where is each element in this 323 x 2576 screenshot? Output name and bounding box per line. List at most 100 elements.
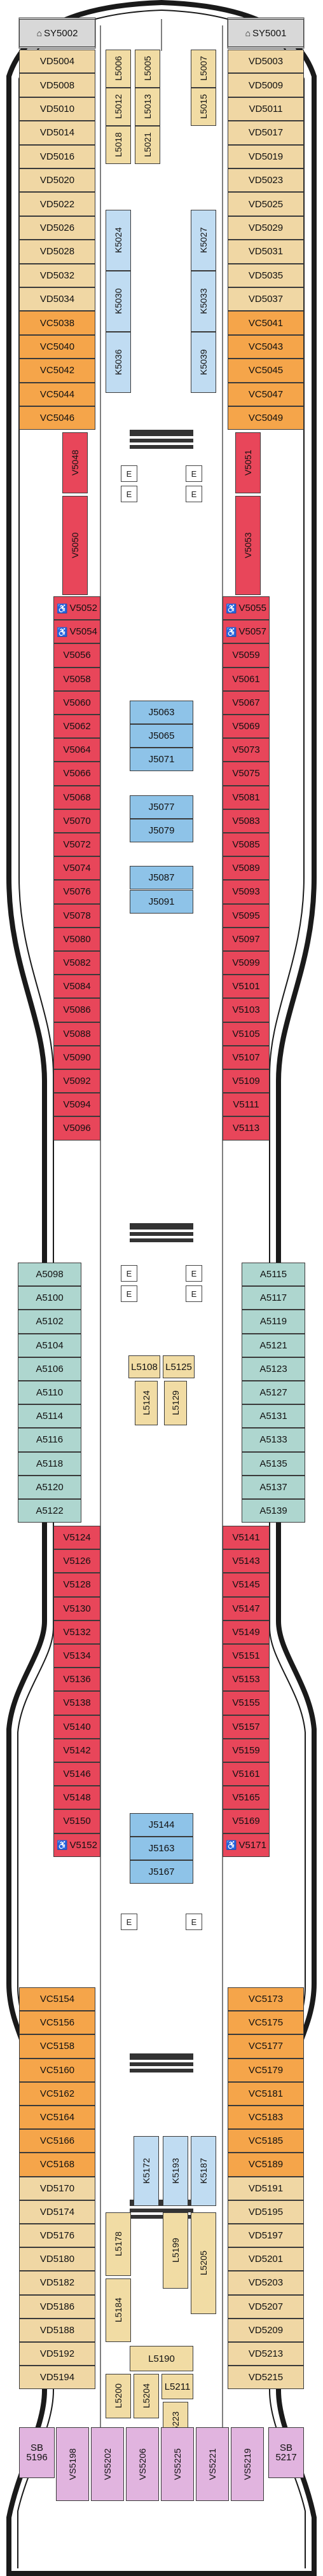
- cabin-v5056[interactable]: V5056: [53, 643, 100, 668]
- cabin-v5103[interactable]: V5103: [223, 998, 270, 1022]
- cabin-vd5004[interactable]: VD5004: [19, 50, 95, 74]
- cabin-l5124[interactable]: L5124: [135, 1381, 158, 1425]
- cabin-a5104[interactable]: A5104: [18, 1333, 81, 1357]
- cabin-vd5022[interactable]: VD5022: [19, 192, 95, 216]
- cabin-v5057[interactable]: ♿V5057: [223, 620, 270, 644]
- cabin-vd5034[interactable]: VD5034: [19, 287, 95, 312]
- cabin-vd5029[interactable]: VD5029: [228, 216, 304, 240]
- cabin-a5133[interactable]: A5133: [242, 1428, 305, 1452]
- cabin-j5063[interactable]: J5063: [130, 701, 193, 724]
- cabin-v5143[interactable]: V5143: [223, 1549, 270, 1573]
- cabin-vd5188[interactable]: VD5188: [19, 2318, 95, 2342]
- cabin-vc5041[interactable]: VC5041: [228, 311, 304, 335]
- cabin-vc5043[interactable]: VC5043: [228, 334, 304, 359]
- cabin-vd5180[interactable]: VD5180: [19, 2247, 95, 2271]
- cabin-a5127[interactable]: A5127: [242, 1381, 305, 1405]
- cabin-l5129[interactable]: L5129: [164, 1381, 187, 1425]
- cabin-v5061[interactable]: V5061: [223, 667, 270, 691]
- cabin-v5081[interactable]: V5081: [223, 785, 270, 809]
- cabin-j5091[interactable]: J5091: [130, 889, 193, 914]
- cabin-a5123[interactable]: A5123: [242, 1357, 305, 1381]
- cabin-v5072[interactable]: V5072: [53, 833, 100, 857]
- cabin-vc5162[interactable]: VC5162: [19, 2081, 95, 2106]
- cabin-v5132[interactable]: V5132: [53, 1620, 100, 1644]
- cabin-vd5201[interactable]: VD5201: [228, 2247, 304, 2271]
- cabin-a5131[interactable]: A5131: [242, 1404, 305, 1428]
- cabin-v5151[interactable]: V5151: [223, 1644, 270, 1668]
- cabin-v5080[interactable]: V5080: [53, 927, 100, 951]
- cabin-v5101[interactable]: V5101: [223, 975, 270, 999]
- cabin-v5068[interactable]: V5068: [53, 785, 100, 809]
- cabin-j5077[interactable]: J5077: [130, 795, 193, 819]
- cabin-vc5042[interactable]: VC5042: [19, 359, 95, 383]
- cabin-vc5166[interactable]: VC5166: [19, 2129, 95, 2153]
- cabin-vc5160[interactable]: VC5160: [19, 2058, 95, 2082]
- cabin-v5165[interactable]: V5165: [223, 1786, 270, 1810]
- cabin-v5050[interactable]: V5050: [62, 496, 88, 595]
- cabin-v5085[interactable]: V5085: [223, 833, 270, 857]
- cabin-vd5170[interactable]: VD5170: [19, 2176, 95, 2200]
- cabin-v5052[interactable]: ♿V5052: [53, 596, 100, 620]
- cabin-v5066[interactable]: V5066: [53, 762, 100, 786]
- cabin-vd5197[interactable]: VD5197: [228, 2224, 304, 2248]
- cabin-vd5194[interactable]: VD5194: [19, 2366, 95, 2390]
- cabin-a5120[interactable]: A5120: [18, 1475, 81, 1499]
- cabin-a5102[interactable]: A5102: [18, 1310, 81, 1334]
- cabin-vc5177[interactable]: VC5177: [228, 2034, 304, 2059]
- cabin-v5157[interactable]: V5157: [223, 1715, 270, 1739]
- cabin-v5076[interactable]: V5076: [53, 880, 100, 904]
- cabin-vd5026[interactable]: VD5026: [19, 216, 95, 240]
- cabin-v5083[interactable]: V5083: [223, 809, 270, 833]
- cabin-v5054[interactable]: ♿V5054: [53, 620, 100, 644]
- cabin-vd5008[interactable]: VD5008: [19, 73, 95, 97]
- cabin-a5116[interactable]: A5116: [18, 1428, 81, 1452]
- cabin-vc5164[interactable]: VC5164: [19, 2106, 95, 2130]
- cabin-a5117[interactable]: A5117: [242, 1286, 305, 1310]
- cabin-v5089[interactable]: V5089: [223, 856, 270, 880]
- cabin-vd5023[interactable]: VD5023: [228, 168, 304, 193]
- cabin-vc5049[interactable]: VC5049: [228, 406, 304, 430]
- cabin-vc5038[interactable]: VC5038: [19, 311, 95, 335]
- cabin-v5153[interactable]: V5153: [223, 1668, 270, 1692]
- cabin-j5144[interactable]: J5144: [130, 1813, 193, 1837]
- cabin-vd5010[interactable]: VD5010: [19, 97, 95, 121]
- cabin-vd5032[interactable]: VD5032: [19, 263, 95, 287]
- cabin-l5211[interactable]: L5211: [162, 2374, 193, 2399]
- cabin-a5118[interactable]: A5118: [18, 1451, 81, 1476]
- cabin-a5106[interactable]: A5106: [18, 1357, 81, 1381]
- cabin-v5073[interactable]: V5073: [223, 738, 270, 762]
- cabin-v5086[interactable]: V5086: [53, 998, 100, 1022]
- cabin-sy5001[interactable]: ⌂SY5001: [228, 19, 304, 47]
- cabin-vd5182[interactable]: VD5182: [19, 2271, 95, 2295]
- cabin-j5079[interactable]: J5079: [130, 819, 193, 842]
- cabin-vs5206[interactable]: VS5206: [126, 2427, 159, 2501]
- cabin-vd5014[interactable]: VD5014: [19, 121, 95, 145]
- cabin-v5082[interactable]: V5082: [53, 951, 100, 975]
- cabin-v5070[interactable]: V5070: [53, 809, 100, 833]
- cabin-k5193[interactable]: K5193: [163, 2136, 188, 2206]
- cabin-l5012[interactable]: L5012: [106, 88, 131, 126]
- cabin-l5005[interactable]: L5005: [135, 50, 160, 88]
- cabin-a5098[interactable]: A5098: [18, 1263, 81, 1287]
- cabin-k5036[interactable]: K5036: [106, 332, 131, 393]
- cabin-v5051[interactable]: V5051: [235, 432, 261, 493]
- cabin-vd5031[interactable]: VD5031: [228, 240, 304, 264]
- cabin-vc5046[interactable]: VC5046: [19, 406, 95, 430]
- cabin-v5145[interactable]: V5145: [223, 1573, 270, 1597]
- cabin-l5178[interactable]: L5178: [106, 2212, 131, 2276]
- cabin-v5142[interactable]: V5142: [53, 1738, 100, 1762]
- cabin-v5074[interactable]: V5074: [53, 856, 100, 880]
- cabin-v5171[interactable]: ♿V5171: [223, 1833, 270, 1857]
- cabin-sy5002[interactable]: ⌂SY5002: [19, 19, 95, 47]
- cabin-a5122[interactable]: A5122: [18, 1499, 81, 1523]
- cabin-vd5003[interactable]: VD5003: [228, 50, 304, 74]
- cabin-v5161[interactable]: V5161: [223, 1762, 270, 1786]
- cabin-v5078[interactable]: V5078: [53, 903, 100, 928]
- cabin-a5135[interactable]: A5135: [242, 1451, 305, 1476]
- cabin-vd5020[interactable]: VD5020: [19, 168, 95, 193]
- cabin-vd5176[interactable]: VD5176: [19, 2224, 95, 2248]
- cabin-vd5209[interactable]: VD5209: [228, 2318, 304, 2342]
- cabin-k5187[interactable]: K5187: [191, 2136, 216, 2206]
